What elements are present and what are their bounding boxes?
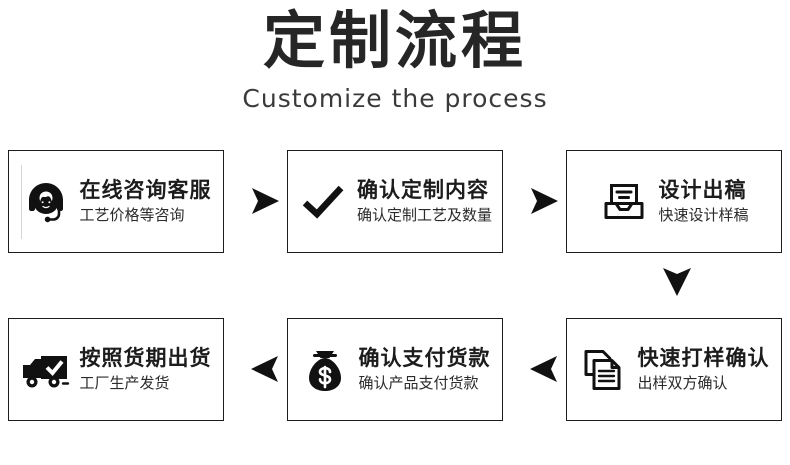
flow-step-text: 确认支付货款 确认产品支付货款 (359, 345, 491, 394)
decorative-rule (21, 165, 22, 239)
flow-step-design-output[interactable]: 设计出稿 快速设计样稿 (566, 150, 782, 253)
arrow-right-icon (246, 182, 284, 220)
page-header: 定制流程 Customize the process (0, 0, 790, 132)
flow-step-subtitle: 出样双方确认 (637, 374, 728, 392)
page-title: 定制流程 (262, 4, 527, 77)
arrow-left-icon (525, 350, 563, 388)
money-bag-icon (300, 345, 350, 395)
process-flow-diagram: 在线咨询客服 工艺价格等咨询 确认定制内容 确认定制工艺及数量 (8, 150, 782, 423)
arrow-left-icon (246, 350, 284, 388)
arrow-right-icon (525, 182, 563, 220)
flow-step-title: 设计出稿 (658, 178, 747, 202)
flow-step-text: 按照货期出货 工厂生产发货 (80, 345, 212, 394)
flow-step-shipping[interactable]: 按照货期出货 工厂生产发货 (8, 318, 224, 421)
flow-step-text: 在线咨询客服 工艺价格等咨询 (80, 177, 212, 226)
checkmark-icon (298, 177, 348, 227)
flow-step-sample-confirm[interactable]: 快速打样确认 出样双方确认 (566, 318, 782, 421)
flow-step-title: 确认支付货款 (358, 346, 491, 370)
design-inbox-icon (599, 177, 649, 227)
flow-step-title: 按照货期出货 (79, 346, 212, 370)
flow-step-subtitle: 确认产品支付货款 (358, 374, 479, 392)
flow-step-text: 快速打样确认 出样双方确认 (638, 345, 770, 394)
flow-step-title: 快速打样确认 (637, 346, 770, 370)
flow-row-bottom: 按照货期出货 工厂生产发货 确认支付货款 (8, 318, 782, 423)
flow-row-top: 在线咨询客服 工艺价格等咨询 确认定制内容 确认定制工艺及数量 (8, 150, 782, 296)
arrow-down-icon (655, 262, 699, 302)
flow-step-online-consult[interactable]: 在线咨询客服 工艺价格等咨询 (8, 150, 224, 253)
flow-step-confirm-content[interactable]: 确认定制内容 确认定制工艺及数量 (287, 150, 503, 253)
flow-step-subtitle: 快速设计样稿 (658, 206, 749, 224)
truck-check-icon (21, 345, 71, 395)
flow-step-subtitle: 确认定制工艺及数量 (356, 206, 492, 224)
documents-stack-icon (579, 345, 629, 395)
flow-step-payment[interactable]: 确认支付货款 确认产品支付货款 (287, 318, 503, 421)
headset-support-icon (21, 177, 71, 227)
flow-step-subtitle: 工厂生产发货 (79, 374, 170, 392)
flow-step-text: 设计出稿 快速设计样稿 (658, 177, 748, 226)
flow-step-title: 在线咨询客服 (79, 178, 212, 202)
flow-step-subtitle: 工艺价格等咨询 (79, 206, 185, 224)
flow-step-text: 确认定制内容 确认定制工艺及数量 (357, 177, 492, 226)
page-subtitle: Customize the process (242, 84, 548, 113)
flow-step-title: 确认定制内容 (356, 178, 489, 202)
